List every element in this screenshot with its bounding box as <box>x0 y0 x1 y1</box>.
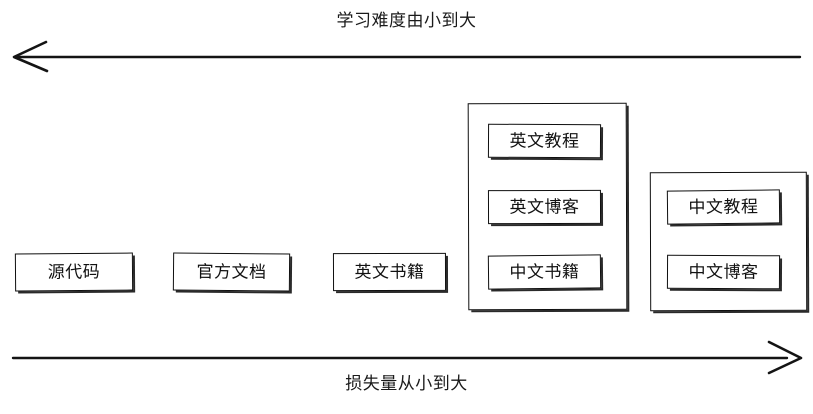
node-label: 中文博客 <box>688 261 759 282</box>
node-box-official-docs[interactable]: 官方文档 <box>172 252 291 292</box>
node-label: 官方文档 <box>196 261 267 282</box>
node-box-english-books[interactable]: 英文书籍 <box>332 252 447 292</box>
bottom-axis-label: 损失量从小到大 <box>345 374 468 393</box>
node-label: 中文书籍 <box>509 261 580 282</box>
node-box-chinese-tutorial[interactable]: 中文教程 <box>666 189 781 225</box>
node-label: 英文博客 <box>509 196 580 217</box>
top-axis-label: 学习难度由小到大 <box>336 11 477 30</box>
node-box-chinese-books[interactable]: 中文书籍 <box>487 254 602 290</box>
node-box-english-blog[interactable]: 英文博客 <box>487 189 602 225</box>
bottom-right-arrow-icon <box>11 340 803 375</box>
top-left-arrow-icon <box>12 40 802 73</box>
node-box-source-code[interactable]: 源代码 <box>14 252 134 292</box>
node-label: 中文教程 <box>688 196 759 217</box>
node-label: 英文教程 <box>509 130 580 151</box>
node-label: 源代码 <box>47 261 101 282</box>
node-box-chinese-blog[interactable]: 中文博客 <box>666 254 781 290</box>
node-box-english-tutorial[interactable]: 英文教程 <box>487 123 602 159</box>
node-label: 英文书籍 <box>354 261 425 282</box>
